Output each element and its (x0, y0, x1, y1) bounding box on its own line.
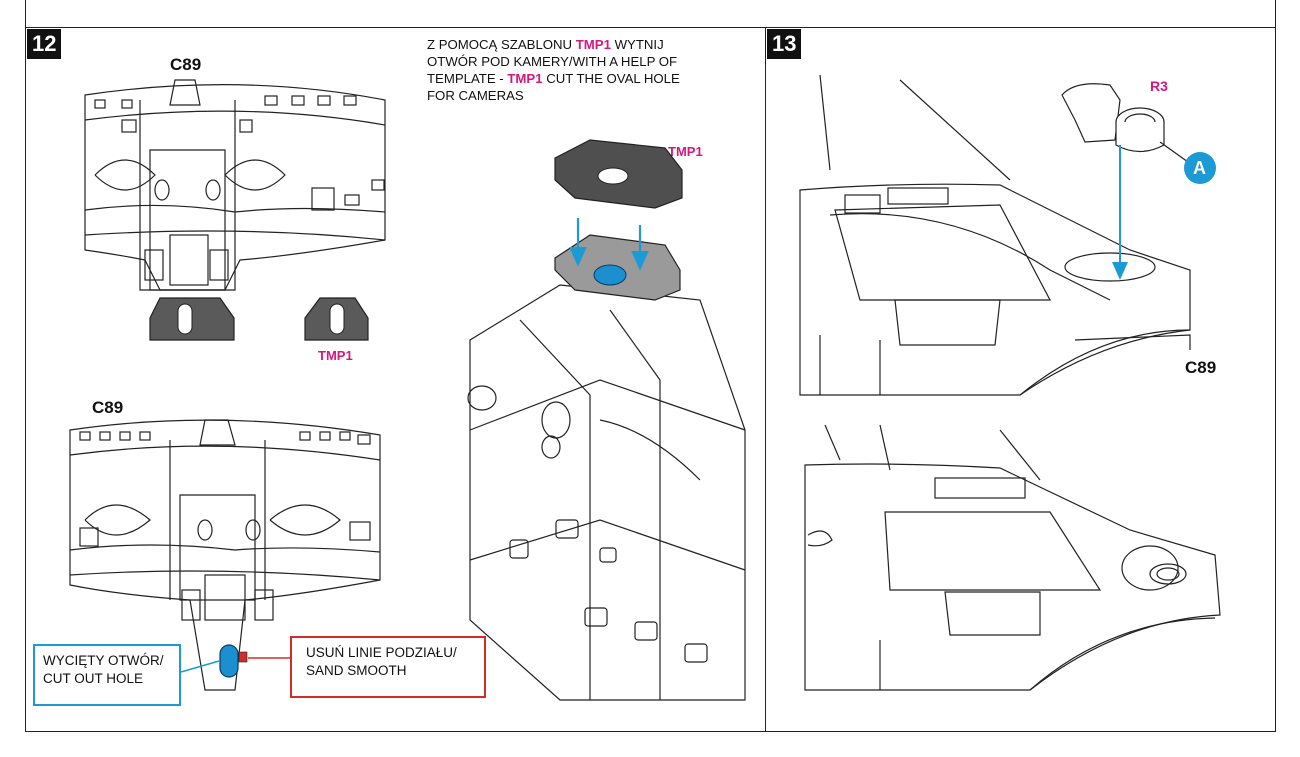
callout-cut-line-2: CUT OUT HOLE (43, 671, 144, 686)
wing-plan-view-top (84, 79, 386, 291)
cut-out-hole (219, 644, 239, 678)
step-13-number: 13 (767, 29, 802, 59)
part-c89-label-bottom: C89 (92, 398, 124, 417)
step-12-instruction: Z POMOCĄ SZABLONU TMP1 WYTNIJ OTWÓR POD … (427, 36, 737, 104)
instruction-text: WYTNIJ (610, 37, 664, 52)
instruction-frame (25, 27, 1276, 732)
callout-sand-smooth: USUŃ LINIE PODZIAŁU/ SAND SMOOTH (290, 636, 486, 698)
instruction-text: CUT THE OVAL HOLE (542, 71, 680, 86)
step-divider (765, 27, 766, 732)
instruction-tmp-ref: TMP1 (575, 37, 611, 52)
instruction-line-2: OTWÓR POD KAMERY/WITH A HELP OF (427, 54, 678, 69)
page-top-border (25, 0, 1276, 27)
fuselage-side-view-top (799, 74, 1191, 396)
template-tmp1-label: TMP1 (318, 348, 353, 363)
fuselage-side-view-bottom (804, 424, 1221, 691)
step-12-number: 12 (27, 29, 62, 59)
callout-sand-line-2: SAND SMOOTH (306, 663, 407, 678)
instruction-text: TEMPLATE - (427, 71, 508, 86)
callout-cut-out-hole: WYCIĘTY OTWÓR/ CUT OUT HOLE (33, 644, 181, 706)
fuselage-c89-label: C89 (1185, 358, 1217, 377)
camera-part-r3 (1061, 83, 1165, 153)
template-tmp1-iso-label: TMP1 (668, 144, 703, 159)
callout-sand-line-1: USUŃ LINIE PODZIAŁU/ (306, 645, 457, 660)
part-c89-label-top: C89 (170, 55, 202, 74)
sand-smooth-marker (238, 651, 248, 663)
instruction-line-1: Z POMOCĄ SZABLONU TMP1 WYTNIJ (427, 36, 737, 53)
callout-cut-line-1: WYCIĘTY OTWÓR/ (43, 653, 164, 668)
marker-a-circle (1184, 152, 1216, 184)
isometric-wing-section (467, 284, 746, 701)
instruction-line-3: TEMPLATE - TMP1 CUT THE OVAL HOLE (427, 70, 737, 87)
wing-plan-view-bottom (69, 419, 381, 691)
instruction-text: Z POMOCĄ SZABLONU (427, 37, 576, 52)
instruction-line-4: FOR CAMERAS (427, 88, 524, 103)
part-r3-label: R3 (1150, 78, 1168, 94)
marker-a-label: A (1193, 158, 1206, 178)
instruction-tmp-ref: TMP1 (507, 71, 543, 86)
